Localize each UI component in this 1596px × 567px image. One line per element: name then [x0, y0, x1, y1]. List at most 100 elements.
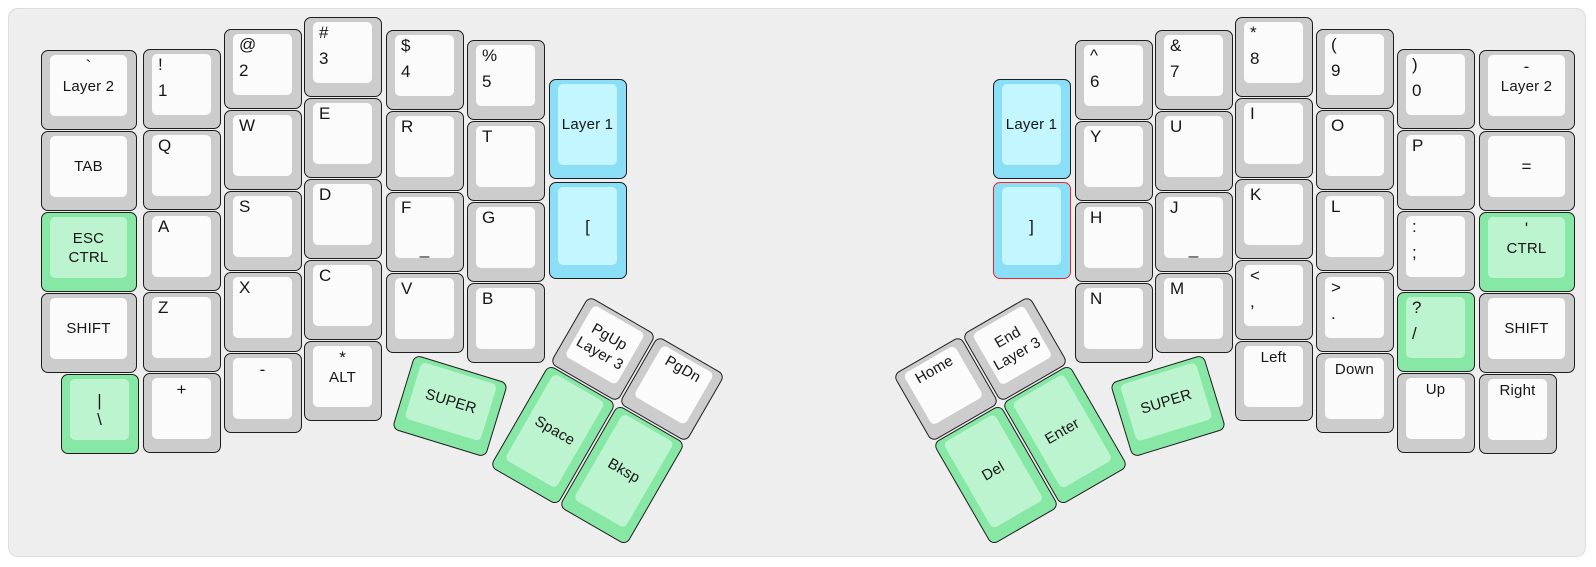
key-d[interactable]: D	[304, 179, 382, 259]
keycap-top: T	[476, 126, 535, 187]
key-caret-6[interactable]: ^6	[1075, 40, 1153, 120]
keycap-top: J_	[1164, 197, 1223, 258]
key-layer1-right[interactable]: Layer 1	[993, 79, 1071, 179]
key-paren-9[interactable]: (9	[1316, 29, 1394, 109]
keycap-top: +	[152, 378, 211, 439]
key-v[interactable]: V	[386, 273, 464, 353]
key-label: R	[401, 117, 414, 136]
key-e[interactable]: E	[304, 98, 382, 178]
key-greater-period[interactable]: >.	[1316, 272, 1394, 352]
key-j[interactable]: J_	[1155, 192, 1233, 272]
key-label: Up	[1425, 381, 1446, 398]
key-at-2[interactable]: @2	[224, 29, 302, 109]
key-label: S	[239, 197, 251, 216]
key-w[interactable]: W	[224, 110, 302, 190]
key-arrow-down[interactable]: Down	[1316, 353, 1394, 433]
key-legend-block: TAB	[50, 136, 127, 197]
keycap-top: Layer 1	[558, 84, 617, 165]
key-plus[interactable]: +	[143, 373, 221, 453]
key-arrow-up[interactable]: Up	[1397, 373, 1475, 453]
keycap-top: !1	[152, 54, 211, 115]
key-percent-5[interactable]: %5	[467, 40, 545, 120]
key-less-comma[interactable]: <,	[1235, 260, 1313, 340]
key-label: +	[176, 380, 187, 399]
key-label: CTRL	[1506, 239, 1547, 257]
keycap-top: W	[233, 115, 292, 176]
key-asterisk-alt[interactable]: *ALT	[304, 341, 382, 421]
key-label: @	[239, 35, 257, 54]
keycap-top: Right	[1488, 379, 1547, 440]
keycap-top: H	[1084, 207, 1143, 268]
key-shift-right[interactable]: SHIFT	[1479, 293, 1575, 373]
key-asterisk-8[interactable]: *8	[1235, 17, 1313, 97]
key-hash-3[interactable]: #3	[304, 17, 382, 97]
key-question-slash[interactable]: ?/	[1397, 292, 1475, 372]
key-tab[interactable]: TAB	[41, 131, 137, 211]
keycap-top: Left	[1244, 346, 1303, 407]
key-a[interactable]: A	[143, 211, 221, 291]
key-k[interactable]: K	[1235, 179, 1313, 259]
key-p[interactable]: P	[1397, 130, 1475, 210]
keycap-top: SHIFT	[1488, 298, 1565, 359]
keycap-top: [	[558, 187, 617, 265]
key-g[interactable]: G	[467, 202, 545, 282]
key-paren-0[interactable]: )0	[1397, 49, 1475, 129]
key-y[interactable]: Y	[1075, 121, 1153, 201]
key-super-right[interactable]: SUPER	[1109, 354, 1227, 458]
key-label: Right	[1499, 382, 1536, 399]
key-amp-7[interactable]: &7	[1155, 30, 1233, 110]
key-layer1-left[interactable]: Layer 1	[549, 79, 627, 179]
key-u[interactable]: U	[1155, 111, 1233, 191]
key-b[interactable]: B	[467, 283, 545, 363]
key-n[interactable]: N	[1075, 283, 1153, 363]
key-f[interactable]: F_	[386, 192, 464, 272]
key-s[interactable]: S	[224, 191, 302, 271]
keycap-top: SUPER	[1119, 362, 1213, 442]
key-shift-left[interactable]: SHIFT	[41, 293, 137, 373]
key-dash-layer2[interactable]: -Layer 2	[1479, 50, 1575, 130]
key-left-bracket[interactable]: [	[549, 182, 627, 279]
keycap-top: Q	[152, 135, 211, 196]
key-arrow-left[interactable]: Left	[1235, 341, 1313, 421]
key-legend-block: ]	[1002, 187, 1061, 265]
key-z[interactable]: Z	[143, 292, 221, 372]
keycap-top: TAB	[50, 136, 127, 197]
key-q[interactable]: Q	[143, 130, 221, 210]
key-super-left[interactable]: SUPER	[391, 354, 509, 458]
key-equals[interactable]: =	[1479, 131, 1575, 211]
key-label: ESC	[72, 229, 105, 247]
key-label: -	[259, 360, 266, 379]
key-right-bracket[interactable]: ]	[993, 182, 1071, 279]
key-c[interactable]: C	[304, 260, 382, 340]
keycap-top: X	[233, 277, 292, 338]
key-exclam-1[interactable]: !1	[143, 49, 221, 129]
key-label: F	[401, 198, 412, 217]
key-quote-ctrl[interactable]: 'CTRL	[1479, 212, 1575, 292]
key-t[interactable]: T	[467, 121, 545, 201]
key-o[interactable]: O	[1316, 110, 1394, 190]
key-label: =	[1521, 157, 1532, 176]
key-m[interactable]: M	[1155, 273, 1233, 353]
key-label: #	[319, 23, 329, 42]
key-minus[interactable]: -	[224, 353, 302, 433]
key-colon-semicolon[interactable]: :;	[1397, 211, 1475, 291]
key-legend-block: SUPER	[1120, 362, 1213, 442]
key-label: U	[1170, 117, 1183, 136]
key-dollar-4[interactable]: $4	[386, 30, 464, 110]
keycap-top: >.	[1325, 277, 1384, 338]
key-h[interactable]: H	[1075, 202, 1153, 282]
key-grave-layer2[interactable]: `Layer 2	[41, 50, 137, 130]
keycap-top: F_	[395, 197, 454, 258]
keycap-top: ^6	[1084, 45, 1143, 106]
key-legend-block: SUPER	[404, 362, 497, 442]
key-l[interactable]: L	[1316, 191, 1394, 271]
key-label: ?	[1412, 298, 1422, 317]
key-i[interactable]: I	[1235, 98, 1313, 178]
key-pipe-backslash[interactable]: |\	[61, 374, 139, 454]
key-arrow-right[interactable]: Right	[1479, 374, 1557, 454]
key-r[interactable]: R	[386, 111, 464, 191]
key-legend-block: SHIFT	[1488, 298, 1565, 359]
key-x[interactable]: X	[224, 272, 302, 352]
